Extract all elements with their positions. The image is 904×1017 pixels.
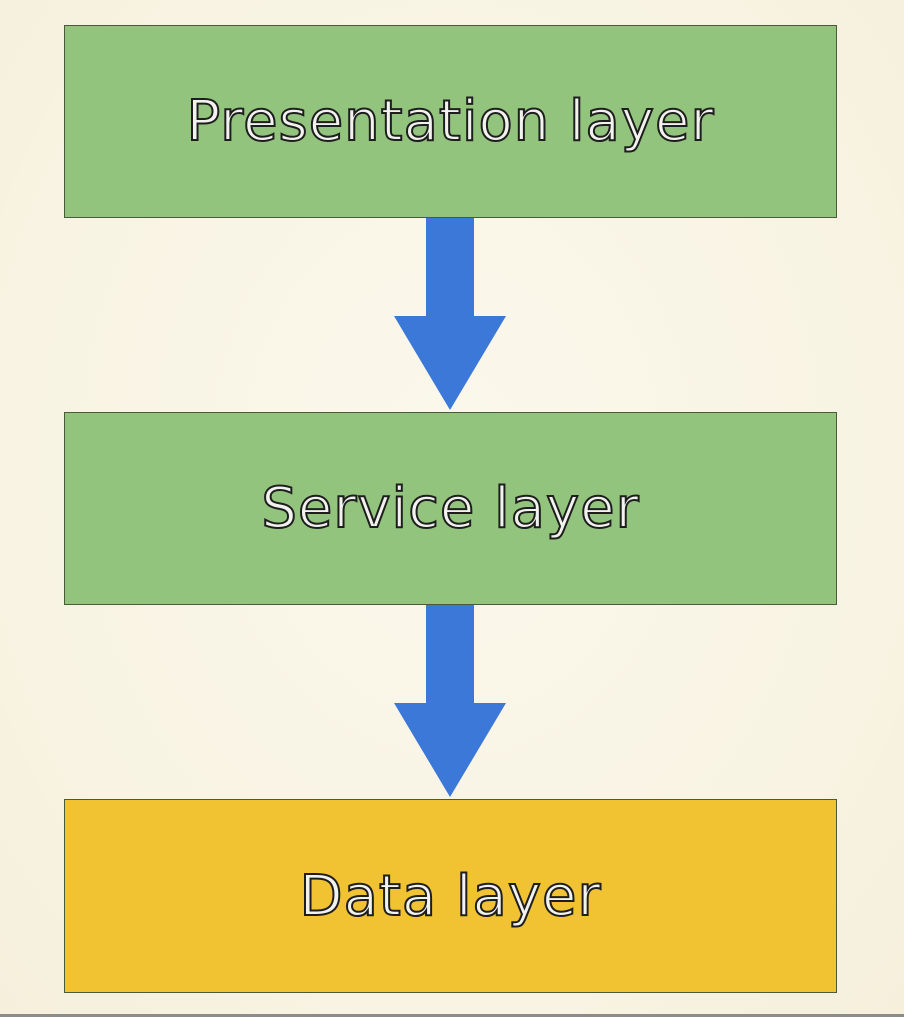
service-layer-box: Service layer <box>64 412 837 605</box>
data-layer-label: Data layer <box>298 863 602 930</box>
service-layer-label: Service layer <box>260 475 640 542</box>
arrow-down-icon <box>394 218 506 410</box>
presentation-layer-box: Presentation layer <box>64 25 837 218</box>
arrow-down-icon <box>394 605 506 797</box>
data-layer-box: Data layer <box>64 799 837 993</box>
presentation-layer-label: Presentation layer <box>186 88 715 155</box>
bottom-divider <box>0 1014 904 1017</box>
